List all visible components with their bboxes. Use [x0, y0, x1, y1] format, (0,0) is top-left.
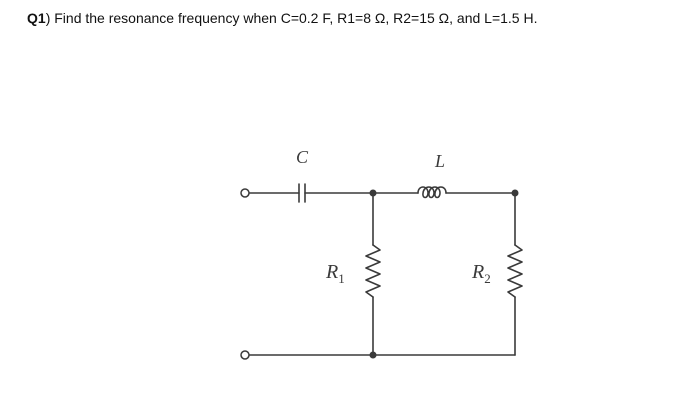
junction-node-bottom: [369, 351, 377, 359]
label-capacitor: C: [296, 147, 309, 167]
label-r1-main: R: [325, 261, 338, 283]
question-body: ) Find the resonance frequency when C=0.…: [45, 10, 538, 26]
label-r1: R1: [325, 261, 345, 286]
inductor-coil: [417, 186, 447, 199]
label-inductor: L: [434, 151, 445, 171]
label-r2-main: R: [471, 261, 484, 283]
resistor-r2: [507, 244, 523, 298]
resistor-r1: [365, 244, 381, 298]
question-text: Q1) Find the resonance frequency when C=…: [27, 10, 537, 26]
label-r2: R2: [471, 261, 491, 286]
question-number: Q1: [27, 10, 46, 26]
label-r2-sub: 2: [484, 271, 491, 286]
junction-node-top-left: [369, 189, 377, 197]
input-terminal-bottom: [240, 350, 250, 360]
input-terminal-top: [240, 188, 250, 198]
label-r1-sub: 1: [338, 271, 345, 286]
junction-node-top-right: [511, 189, 519, 197]
